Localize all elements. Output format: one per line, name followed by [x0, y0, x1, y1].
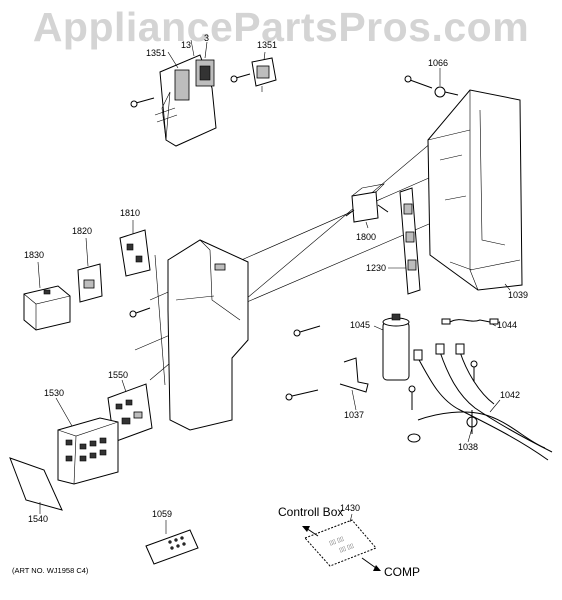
screw-1351b [230, 73, 251, 83]
screw-1038 [408, 360, 478, 410]
projection-line [154, 254, 166, 386]
screw-1810 [129, 307, 151, 318]
cover-panel [167, 239, 249, 431]
filter-1540 [9, 457, 63, 511]
grommet-1066 [404, 75, 459, 98]
label-sticker-1430: ▯▯ ▯▯ ▯▯ ▯▯ [302, 519, 381, 571]
harness-1042 [407, 343, 553, 461]
watermark: AppliancePartsPros.com [32, 4, 530, 50]
front-panel-1530 [57, 417, 119, 485]
part-label-1530: 1530 [44, 388, 65, 398]
part-label-1045: 1045 [350, 320, 371, 330]
relay-1351b [251, 57, 277, 92]
part-label-1038: 1038 [458, 442, 479, 452]
part-label-1042: 1042 [500, 390, 521, 400]
part-label-1550: 1550 [108, 370, 129, 380]
control-box-1039 [427, 89, 523, 291]
screw-1045 [293, 325, 321, 337]
clamp-1038 [466, 410, 478, 434]
strap-1037 [339, 357, 369, 393]
part-label-1066: 1066 [428, 58, 449, 68]
part-label-1351: 1351 [146, 48, 167, 58]
remote-1059 [145, 529, 199, 565]
part-label-1540: 1540 [28, 514, 49, 524]
screw-1351 [130, 97, 155, 108]
part-label-1810: 1810 [120, 208, 141, 218]
part-label-1351b: 1351 [257, 40, 278, 50]
part-label-1230: 1230 [366, 263, 387, 273]
wire-1044 [441, 318, 499, 325]
part-label-1044: 1044 [497, 320, 518, 330]
control-board-1351 [154, 54, 217, 147]
leader-lines [37, 39, 511, 534]
svg-text:▯▯ ▯▯: ▯▯ ▯▯ [329, 536, 345, 547]
control-box-callout: Controll Box [278, 505, 344, 519]
part-label-1059: 1059 [152, 509, 173, 519]
part-label-1820: 1820 [72, 226, 93, 236]
part-label-1830: 1830 [24, 250, 45, 260]
board-1820 [77, 263, 103, 303]
part-label-1039: 1039 [508, 290, 529, 300]
part-label-3: 3 [204, 33, 210, 43]
svg-text:▯▯ ▯▯: ▯▯ ▯▯ [339, 543, 355, 554]
bracket-1230 [399, 187, 421, 295]
part-label-1430: 1430 [340, 503, 361, 513]
capacitor-1045 [382, 313, 410, 381]
box-1830 [23, 285, 71, 331]
comp-callout: COMP [384, 565, 420, 579]
display-board-1550 [107, 383, 153, 443]
part-label-1800: 1800 [356, 232, 377, 242]
transformer-1800 [345, 183, 389, 223]
part-label-13: 13 [181, 40, 192, 50]
bracket-1810 [119, 229, 151, 277]
part-label-1037: 1037 [344, 410, 365, 420]
screw-1037 [285, 389, 319, 401]
art-number: (ART NO. WJ1958 C4) [12, 566, 89, 575]
